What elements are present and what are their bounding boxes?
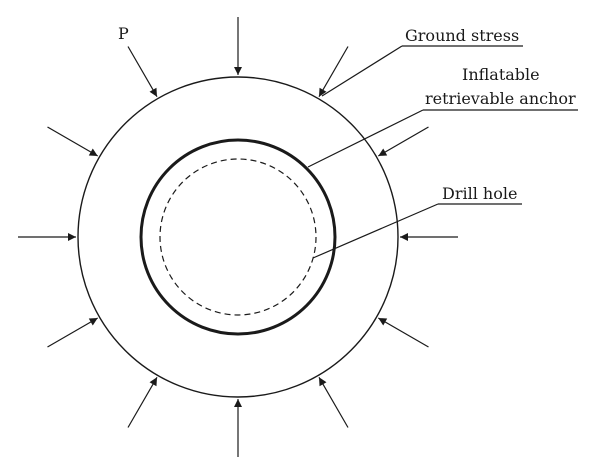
pressure-arrow — [127, 376, 158, 428]
anchor-label-line1: Inflatable — [462, 65, 540, 84]
drill-hole-callout: Drill hole — [312, 184, 522, 259]
pressure-arrows — [18, 17, 458, 457]
drill-hole-label: Drill hole — [442, 184, 517, 203]
anchor-leader-line — [307, 109, 424, 168]
anchor-circle — [139, 138, 337, 336]
pressure-arrow — [47, 126, 99, 157]
drill-hole-leader-line — [312, 203, 439, 259]
ground-stress-label: Ground stress — [405, 26, 519, 45]
ground-stress-leader-line — [321, 45, 403, 97]
force-label-p: P — [118, 24, 129, 43]
pressure-arrow — [377, 317, 429, 348]
anchor-callout: Inflatable retrievable anchor — [307, 65, 578, 168]
pressure-arrow — [318, 46, 349, 98]
pressure-arrow — [127, 46, 158, 98]
ground-stress-boundary-circle — [77, 76, 399, 398]
ground-stress-callout: Ground stress — [321, 26, 523, 97]
pressure-arrow — [318, 376, 349, 428]
pressure-arrow — [377, 126, 429, 157]
drill-hole-circle — [159, 158, 317, 316]
anchor-label-line2: retrievable anchor — [425, 89, 576, 108]
pressure-arrow — [47, 317, 99, 348]
